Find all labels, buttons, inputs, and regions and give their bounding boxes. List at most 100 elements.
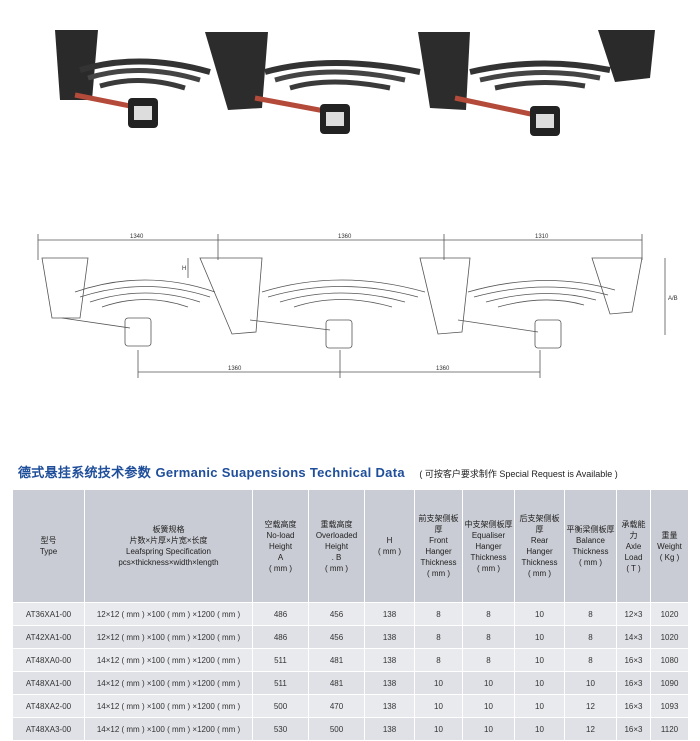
front-hanger	[55, 30, 98, 100]
header-line: ( mm )	[527, 569, 552, 578]
table-cell: 456	[308, 625, 365, 649]
header-line: Equaliser	[471, 530, 506, 540]
table-cell: 8	[414, 602, 463, 626]
table-cell: 14×12 ( mm ) ×100 ( mm ) ×1200 ( mm )	[84, 671, 253, 695]
table-cell: 470	[308, 694, 365, 718]
table-cell: 138	[364, 648, 415, 672]
table-cell: 16×3	[616, 717, 651, 741]
table-cell: 8	[414, 625, 463, 649]
table-cell: 12×12 ( mm ) ×100 ( mm ) ×1200 ( mm )	[84, 602, 253, 626]
table-cell: 8	[462, 648, 515, 672]
table-cell: 12×12 ( mm ) ×100 ( mm ) ×1200 ( mm )	[84, 625, 253, 649]
header-line: ( T )	[626, 563, 641, 573]
leaf-spring-1	[79, 58, 211, 91]
table-cell: 14×12 ( mm ) ×100 ( mm ) ×1200 ( mm )	[84, 648, 253, 672]
technical-drawing: 1340 1360 1310 1360 1360 H A/B	[37, 234, 678, 378]
header-line: pcs×thickness×width×length	[118, 558, 219, 567]
table-cell: 14×12 ( mm ) ×100 ( mm ) ×1200 ( mm )	[84, 717, 253, 741]
table-cell: 456	[308, 602, 365, 626]
header-line: Load	[624, 552, 643, 562]
header-line: Height	[324, 541, 349, 551]
torque-rod-3	[454, 95, 541, 119]
table-cell: 1120	[650, 717, 689, 741]
dim-top-mid: 1360	[338, 234, 352, 240]
table-cell: 486	[252, 602, 309, 626]
header-line: ( mm )	[476, 563, 501, 573]
table-cell: 10	[414, 717, 463, 741]
torque-rod-2	[254, 95, 331, 115]
table-cell: 1093	[650, 694, 689, 718]
header-line: 片数×片厚×片宽×长度	[129, 536, 208, 545]
table-cell: 138	[364, 694, 415, 718]
drawing-rear-hanger	[591, 257, 643, 315]
table-cell: 1080	[650, 648, 689, 672]
header-line: . B	[331, 552, 342, 562]
header-line: 重载高度	[320, 519, 353, 529]
header-line: Front	[429, 536, 448, 545]
header-line: Axle	[625, 541, 642, 551]
header-line: Height	[268, 541, 293, 551]
table-cell: 138	[364, 717, 415, 741]
dim-bottom-right: 1360	[436, 366, 450, 372]
drawing-axle-3	[534, 319, 562, 349]
header-line: Thickness	[420, 558, 457, 567]
table-cell: 8	[462, 602, 515, 626]
leaf-spring-3	[469, 60, 611, 91]
table-header-cell: H( mm )	[364, 489, 415, 603]
table-cell: 10	[514, 671, 565, 695]
table-cell: AT36XA1-00	[12, 602, 85, 626]
header-line: Overloaded	[315, 530, 358, 540]
header-line: Type	[39, 547, 58, 556]
table-cell: AT48XA1-00	[12, 671, 85, 695]
heading-note: ( 可按客户要求制作 Special Request is Available …	[419, 469, 618, 479]
table-cell: 481	[308, 671, 365, 695]
header-line: Thickness	[470, 552, 507, 562]
header-line: 前支架侧板厚	[418, 514, 459, 534]
table-cell: 500	[308, 717, 365, 741]
header-line: 空载高度	[264, 519, 297, 529]
table-cell: 138	[364, 671, 415, 695]
drawing-equaliser-1	[199, 257, 263, 335]
table-cell: AT48XA2-00	[12, 694, 85, 718]
table-cell: 12	[564, 694, 617, 718]
dim-top-left: 1340	[130, 234, 144, 240]
table-cell: 530	[252, 717, 309, 741]
header-line: ( Kg )	[659, 552, 680, 562]
table-cell: 8	[564, 602, 617, 626]
table-cell: 16×3	[616, 648, 651, 672]
drawing-spring-2	[261, 279, 426, 308]
header-line: ( mm )	[426, 569, 451, 578]
header-line: No-load	[266, 530, 295, 540]
header-line: Weight	[657, 541, 682, 551]
table-cell: AT48XA3-00	[12, 717, 85, 741]
header-line: 型号	[40, 536, 57, 545]
table-cell: 511	[252, 648, 309, 672]
table-cell: 500	[252, 694, 309, 718]
dim-bottom-left: 1360	[228, 366, 242, 372]
drawing-front-hanger	[41, 257, 89, 319]
table-cell: 10	[462, 671, 515, 695]
table-cell: 12×3	[616, 602, 651, 626]
rear-hanger	[598, 30, 655, 82]
table-cell: 16×3	[616, 694, 651, 718]
table-cell: 486	[252, 625, 309, 649]
table-cell: 8	[564, 648, 617, 672]
header-line: Thickness	[572, 547, 609, 556]
table-cell: 14×3	[616, 625, 651, 649]
equaliser-hanger-2	[418, 32, 470, 110]
header-line: 承载能力	[621, 519, 646, 540]
drawing-spring-1	[74, 279, 216, 308]
drawing-equaliser-2	[419, 257, 471, 335]
header-line: Hanger	[425, 547, 452, 556]
table-cell: 8	[564, 625, 617, 649]
